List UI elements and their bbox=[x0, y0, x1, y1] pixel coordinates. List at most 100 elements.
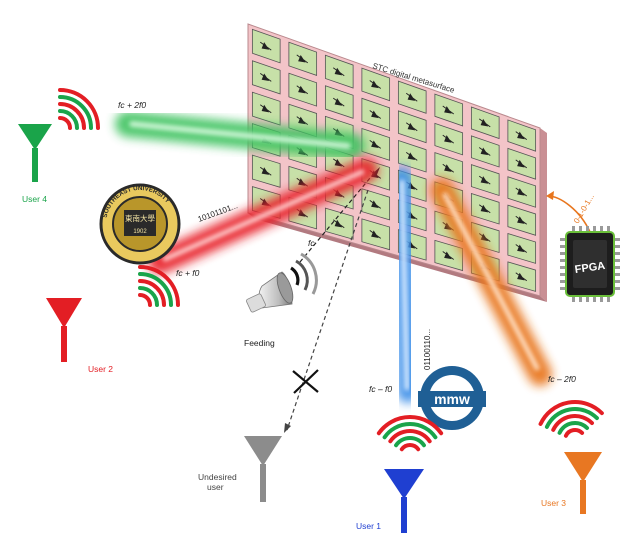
diode-icon bbox=[259, 41, 272, 51]
fpga-pin bbox=[586, 294, 589, 302]
beam-green bbox=[115, 111, 365, 159]
freq-label-user2: fc + f0 bbox=[176, 268, 200, 278]
waves-user4 bbox=[58, 88, 100, 130]
wave-arc bbox=[138, 286, 159, 307]
diode-icon bbox=[296, 54, 309, 64]
diode-icon bbox=[369, 229, 382, 239]
antenna-user2-icon bbox=[46, 298, 82, 362]
diode-icon bbox=[478, 204, 491, 214]
diode-icon bbox=[369, 199, 382, 209]
diode-icon bbox=[405, 151, 418, 161]
freq-label-feed: fc bbox=[308, 238, 315, 248]
fpga-pin bbox=[579, 294, 582, 302]
waves-user3 bbox=[538, 400, 604, 438]
fpga-pin bbox=[593, 294, 596, 302]
fpga-pin bbox=[560, 287, 568, 290]
feeding-label: Feeding bbox=[244, 338, 275, 348]
fpga-pin bbox=[560, 245, 568, 248]
fpga-pin bbox=[607, 294, 610, 302]
wave-arc bbox=[376, 415, 444, 436]
diode-icon bbox=[515, 159, 528, 169]
freq-label-user4: fc + 2f0 bbox=[118, 100, 146, 110]
fpga-pin bbox=[579, 226, 582, 234]
diode-icon bbox=[478, 175, 491, 185]
diode-icon bbox=[369, 110, 382, 119]
mmw-logo: mmw bbox=[418, 366, 486, 430]
antenna-undesired-icon bbox=[244, 436, 282, 502]
waves-user1 bbox=[376, 415, 444, 452]
fpga-pin bbox=[612, 287, 620, 290]
wave-arc bbox=[544, 407, 599, 429]
diode-icon bbox=[442, 163, 455, 173]
diode-icon bbox=[515, 272, 528, 282]
wave-arc bbox=[557, 421, 590, 435]
user1-label: User 1 bbox=[356, 521, 381, 531]
diode-icon bbox=[478, 233, 491, 242]
fpga-pin bbox=[612, 245, 620, 248]
feeding-horn-icon bbox=[246, 252, 318, 313]
wave-arc bbox=[388, 429, 432, 444]
diode-icon bbox=[515, 244, 528, 253]
wave-arc bbox=[138, 293, 152, 307]
diode-icon bbox=[442, 251, 455, 260]
antenna-user3-icon bbox=[564, 452, 602, 514]
fpga-pin bbox=[600, 226, 603, 234]
wave-arc bbox=[394, 436, 426, 448]
waves-user2 bbox=[138, 265, 180, 307]
diode-icon bbox=[259, 166, 272, 176]
fpga-pin bbox=[572, 294, 575, 302]
wave-arc bbox=[551, 414, 594, 432]
undesired-label-line1: Undesired bbox=[198, 472, 237, 482]
fpga-pin bbox=[560, 266, 568, 269]
diode-icon bbox=[405, 92, 418, 102]
diode-icon bbox=[332, 219, 345, 229]
fpga-pin bbox=[593, 226, 596, 234]
freq-label-user3: fc – 2f0 bbox=[548, 374, 576, 384]
wave-arc bbox=[382, 422, 438, 440]
wave-arc bbox=[138, 272, 173, 307]
fpga-pin bbox=[560, 238, 568, 241]
fpga-chip-icon: FPGA bbox=[560, 226, 620, 302]
fpga-pin bbox=[560, 259, 568, 262]
diode-icon bbox=[515, 187, 528, 197]
fpga-pin bbox=[612, 252, 620, 255]
fpga-pin bbox=[560, 252, 568, 255]
fpga-pin bbox=[572, 226, 575, 234]
fpga-pin bbox=[586, 226, 589, 234]
code-blue: 01100110... bbox=[423, 329, 432, 370]
wave-arc bbox=[563, 428, 585, 438]
diode-icon bbox=[259, 104, 272, 114]
user4-label: User 4 bbox=[22, 194, 47, 204]
antenna-user1-icon bbox=[384, 469, 424, 533]
fpga-pin bbox=[607, 226, 610, 234]
wave-arc bbox=[538, 400, 604, 426]
freq-label-user1: fc – f0 bbox=[369, 384, 392, 394]
diode-icon bbox=[296, 116, 309, 125]
wave-arc bbox=[138, 279, 166, 307]
diode-icon bbox=[369, 80, 382, 89]
southeast-university-logo: 東南大學 1902 SOUTHEAST UNIVERSITY bbox=[99, 183, 181, 265]
svg-text:mmw: mmw bbox=[434, 391, 470, 407]
beam-red bbox=[148, 158, 378, 274]
diode-icon bbox=[405, 122, 418, 132]
diode-icon bbox=[259, 73, 272, 82]
wave-arc bbox=[58, 88, 100, 130]
user2-label: User 2 bbox=[88, 364, 113, 374]
diode-icon bbox=[332, 97, 345, 107]
diode-icon bbox=[296, 85, 309, 95]
receiver-waves bbox=[58, 88, 604, 452]
diode-icon bbox=[442, 105, 455, 115]
fpga-pin bbox=[612, 273, 620, 276]
diode-icon bbox=[442, 134, 455, 144]
svg-text:東南大學: 東南大學 bbox=[125, 213, 155, 223]
diode-icon bbox=[369, 140, 382, 149]
user3-label: User 3 bbox=[541, 498, 566, 508]
diode-icon bbox=[332, 67, 345, 77]
wave-arc bbox=[58, 95, 93, 130]
fpga-pin bbox=[612, 280, 620, 283]
wave-arc bbox=[399, 443, 421, 452]
antenna-user4-icon bbox=[18, 124, 52, 182]
fpga-pin bbox=[560, 280, 568, 283]
beam-orange bbox=[430, 178, 552, 386]
